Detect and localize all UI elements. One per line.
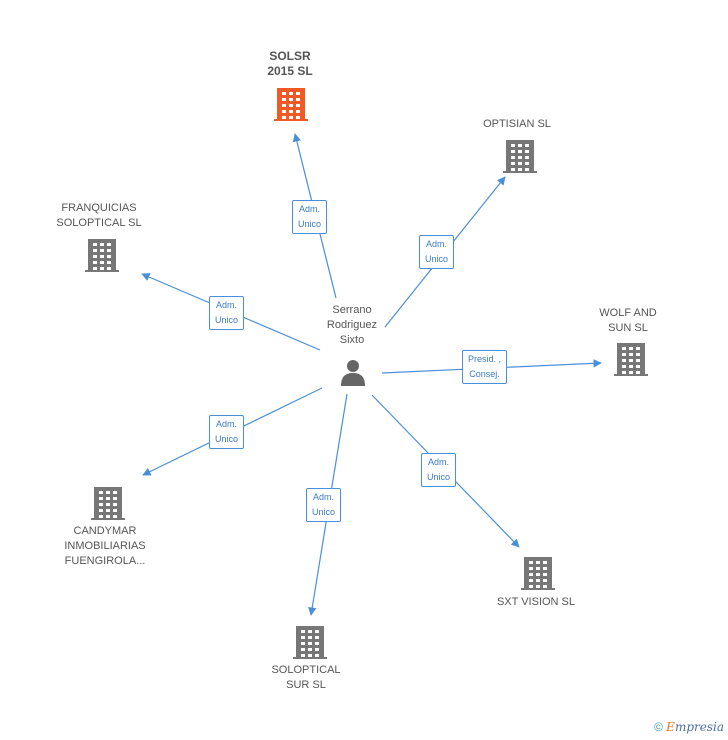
brand-logo-text: mpresia xyxy=(674,720,724,734)
building-icon-soloptical[interactable] xyxy=(293,626,327,659)
company-label-franquicias[interactable]: FRANQUICIAS SOLOPTICAL SL xyxy=(56,202,142,229)
building-icon-optisian[interactable] xyxy=(503,140,537,173)
company-label-wolf[interactable]: WOLF AND SUN SL xyxy=(599,307,657,334)
relation-label-sxt: Adm. Unico xyxy=(421,453,457,487)
building-icon-wolf[interactable] xyxy=(614,343,648,376)
company-label-sxt[interactable]: SXT VISION SL xyxy=(496,596,576,608)
company-label-solsr[interactable]: SOLSR 2015 SL xyxy=(267,49,313,78)
relation-label-wolf: Presid. , Consej. xyxy=(462,350,508,384)
relation-label-solsr: Adm. Unico xyxy=(292,200,328,234)
footer-credit: © Empresia xyxy=(654,720,724,734)
relation-label-candymar: Adm. Unico xyxy=(209,415,245,449)
copyright-symbol: © xyxy=(653,720,663,734)
building-icon-solsr[interactable] xyxy=(274,88,308,121)
company-label-soloptical[interactable]: SOLOPTICAL SUR SL xyxy=(271,664,341,691)
relation-label-soloptical: Adm. Unico xyxy=(306,488,342,522)
building-icon-candymar[interactable] xyxy=(91,487,125,520)
company-label-optisian[interactable]: OPTISIAN SL xyxy=(483,118,551,130)
building-icon-franquicias[interactable] xyxy=(85,239,119,272)
company-label-candymar[interactable]: CANDYMAR INMOBILIARIAS FUENGIROLA... xyxy=(64,525,146,567)
relation-label-optisian: Adm. Unico xyxy=(419,235,455,269)
building-icon-sxt[interactable] xyxy=(521,557,555,590)
brand-logo-initial: E xyxy=(666,720,675,734)
relation-label-franquicias: Adm. Unico xyxy=(209,296,245,330)
person-name-label[interactable]: Serrano Rodriguez Sixto xyxy=(326,304,378,346)
person-icon[interactable] xyxy=(339,358,367,386)
